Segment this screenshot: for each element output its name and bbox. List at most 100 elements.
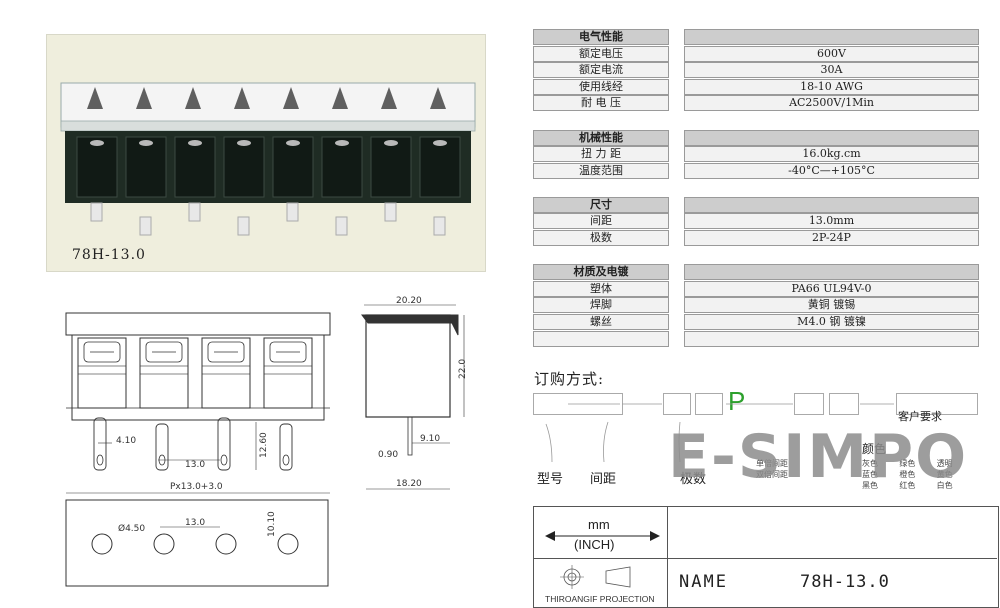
unit-mm: mm xyxy=(588,517,610,532)
product-photo xyxy=(46,34,486,272)
dim-22-0: 22.0 xyxy=(458,359,468,379)
cell-outline xyxy=(263,337,313,409)
pin-option: 单倍间距 xyxy=(756,459,788,468)
unit-inch: (INCH) xyxy=(574,537,615,552)
electrical-header-bar xyxy=(684,29,979,45)
screw-head xyxy=(286,140,300,146)
spec-value: PA66 UL94V-0 xyxy=(684,281,979,297)
dimensions-header-bar xyxy=(684,197,979,213)
color-option: 红色 xyxy=(899,481,916,490)
terminal-cell xyxy=(125,136,167,198)
order-label-model: 型号 xyxy=(537,472,564,487)
spec-value-empty xyxy=(684,331,979,347)
screw-head xyxy=(384,140,398,146)
order-box-color xyxy=(829,393,859,415)
pin-hole xyxy=(220,454,228,466)
spec-label: 温度范围 xyxy=(533,163,669,179)
spec-label: 极数 xyxy=(533,230,669,246)
screw-head xyxy=(237,140,251,146)
dim-13-0: 13.0 xyxy=(185,460,205,470)
bottom-view-drawing: Ø4.50 13.0 10.10 xyxy=(65,499,329,587)
spec-label: 间距 xyxy=(533,213,669,229)
brand-watermark: E-SIMPO xyxy=(668,422,969,492)
cover-divider xyxy=(87,87,103,109)
screw-outline xyxy=(145,341,183,363)
spec-label: 额定电流 xyxy=(533,62,669,78)
projection-icon xyxy=(560,565,631,589)
cover-divider xyxy=(381,87,397,109)
spec-label: 扭 力 距 xyxy=(533,146,669,162)
color-option: 黄色 xyxy=(936,470,953,479)
order-label-pitch: 间距 xyxy=(590,472,617,487)
spec-value: M4.0 钢 镀镍 xyxy=(684,314,979,330)
screw-outline xyxy=(269,341,307,363)
screw-head xyxy=(188,140,202,146)
screw-head xyxy=(90,140,104,146)
color-option: 橙色 xyxy=(899,470,916,479)
dim-9-10: 9.10 xyxy=(420,434,440,444)
terminal-cell xyxy=(419,136,461,198)
spec-value: 2P-24P xyxy=(684,230,979,246)
solder-pin xyxy=(286,202,299,222)
unit-arrow xyxy=(545,531,660,541)
spec-value: AC2500V/1Min xyxy=(684,95,979,111)
color-option: 绿色 xyxy=(899,459,916,468)
order-title: 订购方式: xyxy=(534,370,605,388)
clamp-outline xyxy=(139,365,189,375)
name-value: 78H-13.0 xyxy=(800,572,890,592)
mounting-hole xyxy=(215,533,237,555)
solder-pin xyxy=(335,216,348,236)
terminal-block-image xyxy=(60,82,476,236)
title-block-vdivider xyxy=(667,506,668,607)
front-view-drawing: 4.10 13.0 12.60 Px13.0+3.0 xyxy=(65,312,331,494)
cell-outline xyxy=(201,337,251,409)
mounting-hole xyxy=(91,533,113,555)
terminal-cell xyxy=(76,136,118,198)
pin-option: 双倍间距 xyxy=(756,470,788,479)
color-option: 黑色 xyxy=(862,481,878,490)
cell-outline xyxy=(139,337,189,409)
mechanical-header: 机械性能 xyxy=(533,130,669,146)
dim-hole-pitch: 13.0 xyxy=(185,518,205,528)
pin-outline xyxy=(217,417,231,471)
color-options: 灰色 绿色 透明 蓝色 橙色 黄色 黑色 红色 白色 xyxy=(862,458,974,491)
spec-label: 塑体 xyxy=(533,281,669,297)
spec-value: 18-10 AWG xyxy=(684,79,979,95)
screw-head xyxy=(139,140,153,146)
mounting-hole xyxy=(153,533,175,555)
spec-label: 焊脚 xyxy=(533,297,669,313)
terminal-cell xyxy=(370,136,412,198)
solder-pin xyxy=(90,202,103,222)
order-box-pole-2 xyxy=(695,393,723,415)
cell-outline xyxy=(77,337,127,409)
screw-head xyxy=(335,140,349,146)
color-option: 灰色 xyxy=(862,459,878,468)
terminal-cell xyxy=(174,136,216,198)
mechanical-header-bar xyxy=(684,130,979,146)
pin-hole xyxy=(96,454,104,466)
pin-hole xyxy=(282,454,290,466)
material-header-bar xyxy=(684,264,979,280)
dim-10-10: 10.10 xyxy=(267,511,277,537)
terminal-cell xyxy=(223,136,265,198)
pin-options: 单倍间距 双倍间距 xyxy=(756,458,788,480)
pin-outline xyxy=(93,417,107,471)
spec-label: 螺丝 xyxy=(533,314,669,330)
clamp-outline xyxy=(201,365,251,375)
color-option: 蓝色 xyxy=(862,470,878,479)
color-option: 白色 xyxy=(936,481,953,490)
pin-outline xyxy=(155,423,169,471)
screw-outline xyxy=(83,341,121,363)
dim-4-10: 4.10 xyxy=(116,436,136,446)
electrical-header: 电气性能 xyxy=(533,29,669,45)
solder-pin xyxy=(433,216,446,236)
mounting-hole xyxy=(277,533,299,555)
projection-label: THIROANGIF PROJECTION xyxy=(545,594,655,604)
dim-pitch-formula: Px13.0+3.0 xyxy=(170,482,223,492)
screw-head xyxy=(433,140,447,146)
spec-label-empty xyxy=(533,331,669,347)
title-block-hdivider xyxy=(668,558,997,559)
title-block-divider xyxy=(533,558,667,559)
spec-value: 30A xyxy=(684,62,979,78)
cover-divider xyxy=(185,87,201,109)
